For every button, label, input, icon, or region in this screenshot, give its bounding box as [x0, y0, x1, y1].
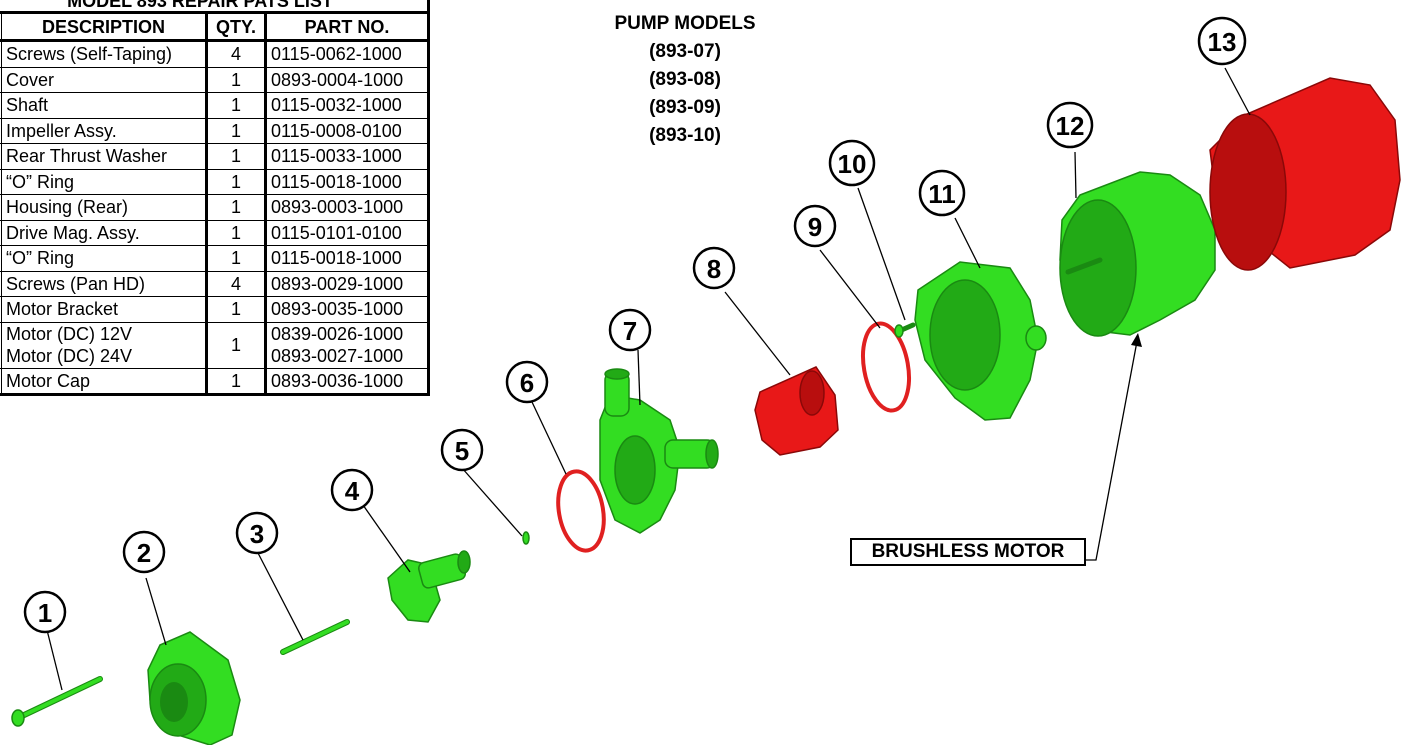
parts-list-table-container: MODEL 893 REPAIR PATS LIST M DESCRIPTION… [0, 0, 430, 396]
callout-9-label: 9 [808, 212, 822, 242]
row-part-no: 0115-0033-1000 [265, 143, 429, 170]
row-part-no: 0893-0035-1000 [265, 296, 429, 323]
part-9-o-ring [861, 321, 911, 413]
row-description-line: Motor (DC) 12V [6, 324, 133, 344]
table-row: Drive Mag. Assy. 1 0115-0101-0100 [0, 219, 429, 246]
part-10-screw [894, 322, 916, 338]
callout-5-label: 5 [455, 436, 469, 466]
callout-11-label: 11 [928, 179, 956, 209]
part-3-shaft [280, 619, 350, 655]
parts-list-table: MODEL 893 REPAIR PATS LIST M DESCRIPTION… [0, 0, 430, 396]
callout-2: 2 [122, 530, 166, 574]
table-row: Housing (Rear) 1 0893-0003-1000 [0, 194, 429, 221]
pump-model-item: (893-08) [649, 69, 721, 90]
table-row: Cover 1 0893-0004-1000 [0, 66, 429, 93]
header-qty: QTY. [205, 12, 267, 42]
callout-5: 5 [440, 428, 484, 472]
callout-13-label: 13 [1208, 27, 1237, 57]
callout-7-label: 7 [623, 316, 637, 346]
row-description: “O” Ring [1, 168, 207, 195]
leader-lines [46, 67, 1251, 691]
callout-4-label: 4 [345, 476, 360, 506]
part-11-motor-bracket [914, 261, 1047, 421]
callout-3: 3 [235, 511, 279, 555]
callout-6-label: 6 [520, 368, 534, 398]
callout-13: 13 [1197, 16, 1247, 66]
row-description: Motor (DC) 12V Motor (DC) 24V [1, 321, 207, 369]
callout-8: 8 [692, 246, 736, 290]
table-row: Screws (Self-Taping) 4 0115-0062-1000 [0, 40, 429, 68]
row-description: Rear Thrust Washer [1, 143, 207, 170]
parts-list-title: MODEL 893 REPAIR PATS LIST [0, 0, 429, 14]
row-part-no: 0893-0004-1000 [265, 66, 429, 93]
row-description: Shaft [1, 92, 207, 119]
row-qty: 1 [205, 143, 267, 170]
pump-model-item: (893-09) [649, 97, 721, 118]
row-part-no: 0115-0018-1000 [265, 168, 429, 195]
callout-1-label: 1 [38, 598, 52, 628]
row-qty: 1 [205, 92, 267, 119]
callout-4: 4 [330, 468, 374, 512]
row-part-no-line: 0893-0027-1000 [271, 346, 404, 366]
part-1-screw [11, 676, 103, 727]
callout-8-label: 8 [707, 254, 721, 284]
callout-3-label: 3 [250, 519, 264, 549]
row-part-no: 0115-0062-1000 [265, 40, 429, 68]
row-part-no: 0893-0036-1000 [265, 367, 429, 395]
table-row: Rear Thrust Washer 1 0115-0033-1000 [0, 143, 429, 170]
row-qty: 1 [205, 367, 267, 395]
header-part-no: PART NO. [265, 12, 429, 42]
header-description: DESCRIPTION [1, 12, 207, 42]
parts-list-title-row: MODEL 893 REPAIR PATS LIST [0, 0, 429, 14]
pump-model-item: (893-07) [649, 41, 721, 62]
row-qty: 1 [205, 321, 267, 369]
table-row: Impeller Assy. 1 0115-0008-0100 [0, 117, 429, 144]
part-7-housing [599, 368, 719, 534]
row-qty: 4 [205, 40, 267, 68]
table-row: 1 Motor Bracket 1 0893-0035-1000 [0, 296, 429, 323]
callout-10: 10 [828, 139, 876, 187]
row-description: Screws (Self-Taping) [1, 40, 207, 68]
callout-10-label: 10 [838, 149, 867, 179]
row-description: Impeller Assy. [1, 117, 207, 144]
part-12-motor [1059, 171, 1216, 337]
pump-model-item: (893-10) [649, 125, 721, 146]
row-part-no: 0893-0029-1000 [265, 270, 429, 297]
row-part-no: 0115-0008-0100 [265, 117, 429, 144]
row-description: “O” Ring [1, 245, 207, 272]
callout-12: 12 [1046, 101, 1094, 149]
part-6-o-ring [556, 469, 606, 553]
part-4-impeller [387, 550, 471, 623]
callout-11: 11 [918, 169, 966, 217]
part-8-drive-magnet [754, 366, 839, 456]
row-qty: 1 [205, 168, 267, 195]
callout-7: 7 [608, 308, 652, 352]
callout-12-label: 12 [1056, 111, 1085, 141]
pump-models-heading: PUMP MODELS [614, 13, 756, 34]
row-qty: 1 [205, 296, 267, 323]
row-part-no: 0893-0003-1000 [265, 194, 429, 221]
row-part-no: 0839-0026-1000 0893-0027-1000 [265, 321, 429, 369]
pump-models-block: PUMP MODELS (893-07) (893-08) (893-09) (… [560, 10, 810, 150]
part-2-cover [147, 631, 241, 745]
brushless-motor-label: BRUSHLESS MOTOR [850, 538, 1086, 566]
row-qty: 1 [205, 66, 267, 93]
parts-list-header-row: M DESCRIPTION QTY. PART NO. [0, 12, 429, 42]
callout-9: 9 [793, 204, 837, 248]
table-row: “O” Ring 1 0115-0018-1000 [0, 168, 429, 195]
row-qty: 1 [205, 117, 267, 144]
callout-1: 1 [23, 590, 67, 634]
part-13-motor-cap [1209, 77, 1401, 271]
callout-2-label: 2 [137, 538, 151, 568]
row-description: Motor Bracket [1, 296, 207, 323]
row-part-no-line: 0839-0026-1000 [271, 324, 404, 344]
table-row: 2 Motor (DC) 12V Motor (DC) 24V 1 0839-0… [0, 321, 429, 369]
row-description-line: Motor (DC) 24V [6, 346, 133, 366]
part-5-washer [522, 531, 530, 545]
table-row: 3 Motor Cap 1 0893-0036-1000 [0, 367, 429, 395]
row-part-no: 0115-0018-1000 [265, 245, 429, 272]
row-description: Housing (Rear) [1, 194, 207, 221]
callout-6: 6 [505, 360, 549, 404]
